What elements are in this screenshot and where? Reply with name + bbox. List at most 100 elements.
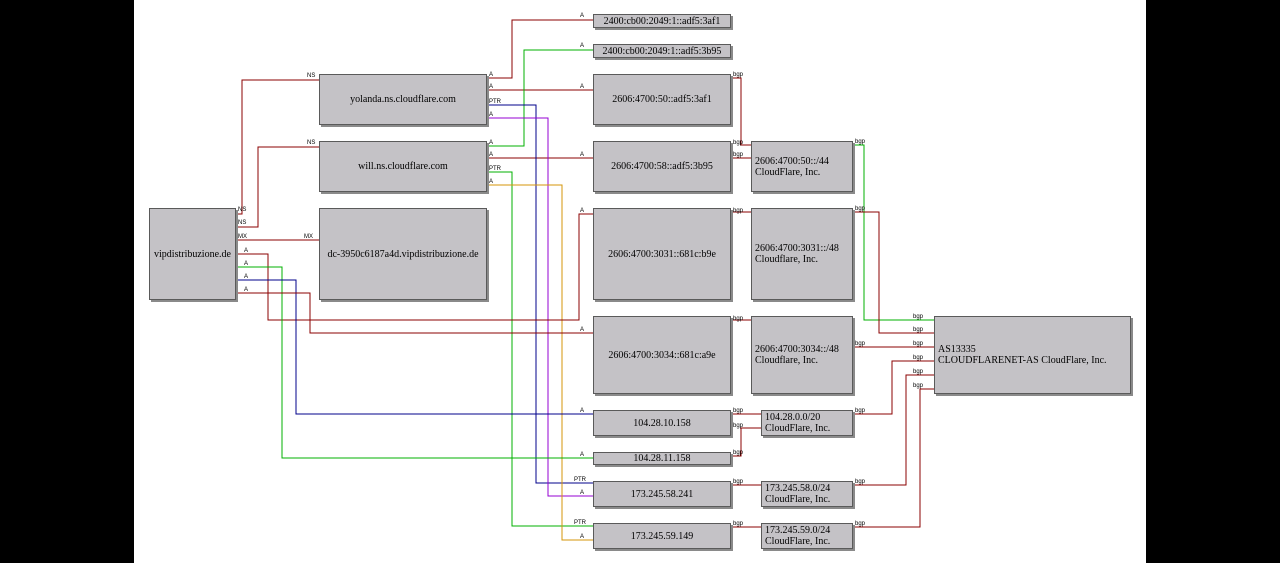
node-label-line1: 2606:4700:3034::/48 xyxy=(755,344,839,355)
net-node-104-28[interactable]: 104.28.0.0/20 CloudFlare, Inc. xyxy=(761,410,853,436)
edge-label-ptr: PTR xyxy=(489,99,502,105)
node-label-line2: CloudFlare, Inc. xyxy=(765,423,831,434)
node-label: 173.245.58.241 xyxy=(630,488,694,500)
net-node-2606-3031[interactable]: 2606:4700:3031::/48 Cloudflare, Inc. xyxy=(751,208,853,300)
edge-label-bgp: bgp xyxy=(733,140,744,146)
node-label: 104.28.11.158 xyxy=(633,453,691,464)
edge-bgp-af1-net50 xyxy=(731,77,751,146)
nameserver-node-will[interactable]: will.ns.cloudflare.com xyxy=(319,141,487,192)
node-label: 2400:cb00:2049:1::adf5:3b95 xyxy=(602,45,722,57)
edge-label-ns: NS xyxy=(307,140,315,146)
node-label: dc-3950c6187a4d.vipdistribuzione.de xyxy=(327,248,479,260)
node-label-line2: Cloudflare, Inc. xyxy=(755,254,819,265)
as-node-13335[interactable]: AS13335 CLOUDFLARENET-AS CloudFlare, Inc… xyxy=(934,316,1131,394)
mx-node-dc[interactable]: dc-3950c6187a4d.vipdistribuzione.de xyxy=(319,208,487,300)
edge-ptr-will-59 xyxy=(487,171,593,527)
node-label: vipdistribuzione.de xyxy=(154,248,231,260)
domain-node-vipdistribuzione[interactable]: vipdistribuzione.de xyxy=(149,208,236,300)
edge-label-ptr: PTR xyxy=(574,477,587,483)
edge-a-domain-3034 xyxy=(236,292,593,334)
ip-node-2606-50-af1[interactable]: 2606:4700:50::adf5:3af1 xyxy=(593,74,731,125)
edge-a-yolanda-af1short xyxy=(487,19,593,79)
edge-label-bgp: bgp xyxy=(855,341,866,347)
node-label: will.ns.cloudflare.com xyxy=(358,161,448,172)
ip-node-2606-58-b95[interactable]: 2606:4700:58::adf5:3b95 xyxy=(593,141,731,192)
edge-label-a: A xyxy=(489,112,493,118)
edge-label-bgp: bgp xyxy=(913,314,924,320)
edge-label-bgp: bgp xyxy=(855,408,866,414)
edge-label-a: A xyxy=(580,84,584,90)
node-label-line1: 2606:4700:50::/44 xyxy=(755,155,829,167)
edge-label-ns: NS xyxy=(238,207,246,213)
ip-node-2400-af1[interactable]: 2400:cb00:2049:1::adf5:3af1 xyxy=(593,14,731,28)
node-label: 2606:4700:3031::681c:b9e xyxy=(608,248,716,260)
edge-label-a: A xyxy=(489,140,493,146)
edge-a-domain-104-10 xyxy=(236,279,593,415)
node-label: 104.28.10.158 xyxy=(633,417,691,429)
edge-label-bgp: bgp xyxy=(733,450,744,456)
edge-bgp-net58-as xyxy=(853,374,934,486)
ip-node-173-245-59[interactable]: 173.245.59.149 xyxy=(593,523,731,549)
edge-label-ns: NS xyxy=(307,73,315,79)
edge-label-mx: MX xyxy=(304,234,313,240)
edge-ptr-yolanda-58 xyxy=(487,104,593,484)
edge-label-bgp: bgp xyxy=(855,139,866,145)
node-label-line1: 104.28.0.0/20 xyxy=(765,412,821,423)
edge-a-will-b95short xyxy=(487,49,593,147)
edge-label-bgp: bgp xyxy=(733,479,744,485)
edge-label-a: A xyxy=(580,13,584,19)
net-node-173-245-59[interactable]: 173.245.59.0/24 CloudFlare, Inc. xyxy=(761,523,853,549)
edge-label-a: A xyxy=(580,490,584,496)
edge-label-a: A xyxy=(489,84,493,90)
edge-label-a: A xyxy=(244,287,248,293)
edge-label-a: A xyxy=(580,208,584,214)
ip-node-173-245-58[interactable]: 173.245.58.241 xyxy=(593,481,731,507)
edge-label-a: A xyxy=(580,408,584,414)
edge-label-a: A xyxy=(580,534,584,540)
edge-label-bgp: bgp xyxy=(733,423,744,429)
node-label-line2: CloudFlare, Inc. xyxy=(765,494,831,505)
edge-label-a: A xyxy=(580,43,584,49)
ip-node-104-28-10[interactable]: 104.28.10.158 xyxy=(593,410,731,436)
edge-label-bgp: bgp xyxy=(855,521,866,527)
edge-ns-yolanda xyxy=(236,79,319,215)
edge-bgp-net3031-as xyxy=(853,211,934,334)
edge-bgp-104-11 xyxy=(731,427,761,457)
node-label-line2: CloudFlare, Inc. xyxy=(765,536,831,547)
edge-label-a: A xyxy=(489,152,493,158)
edge-ns-will xyxy=(236,146,319,228)
edge-label-bgp: bgp xyxy=(855,206,866,212)
node-label: 2606:4700:58::adf5:3b95 xyxy=(611,161,713,172)
edge-label-bgp: bgp xyxy=(913,355,924,361)
edge-label-mx: MX xyxy=(238,234,247,240)
node-label: 173.245.59.149 xyxy=(630,530,694,542)
edge-label-a: A xyxy=(580,452,584,458)
edge-label-bgp: bgp xyxy=(913,383,924,389)
node-label-line2: CloudFlare, Inc. xyxy=(755,166,821,178)
node-label-line1: AS13335 xyxy=(938,344,976,355)
edge-label-a: A xyxy=(489,72,493,78)
edge-label-bgp: bgp xyxy=(733,316,744,322)
edge-label-bgp: bgp xyxy=(913,369,924,375)
ip-node-2400-b95[interactable]: 2400:cb00:2049:1::adf5:3b95 xyxy=(593,44,731,58)
net-node-2606-3034[interactable]: 2606:4700:3034::/48 Cloudflare, Inc. xyxy=(751,316,853,394)
nameserver-node-yolanda[interactable]: yolanda.ns.cloudflare.com xyxy=(319,74,487,125)
ip-node-104-28-11[interactable]: 104.28.11.158 xyxy=(593,452,731,465)
edge-a-yolanda-58 xyxy=(487,117,593,497)
node-label-line1: 173.245.58.0/24 xyxy=(765,483,831,494)
net-node-173-245-58[interactable]: 173.245.58.0/24 CloudFlare, Inc. xyxy=(761,481,853,507)
net-node-2606-50[interactable]: 2606:4700:50::/44 CloudFlare, Inc. xyxy=(751,141,853,192)
edge-label-a: A xyxy=(580,327,584,333)
edge-bgp-net59-as xyxy=(853,388,934,528)
node-label-line2: CLOUDFLARENET-AS CloudFlare, Inc. xyxy=(938,355,1107,366)
edge-label-a: A xyxy=(244,248,248,254)
edge-a-domain-3031 xyxy=(236,213,593,321)
edge-label-bgp: bgp xyxy=(733,208,744,214)
ip-node-2606-3031[interactable]: 2606:4700:3031::681c:b9e xyxy=(593,208,731,300)
edge-label-bgp: bgp xyxy=(733,152,744,158)
ip-node-2606-3034[interactable]: 2606:4700:3034::681c:a9e xyxy=(593,316,731,394)
node-label-line1: 2606:4700:3031::/48 xyxy=(755,243,839,254)
edge-bgp-net50-as xyxy=(853,144,934,321)
edge-label-a: A xyxy=(244,274,248,280)
